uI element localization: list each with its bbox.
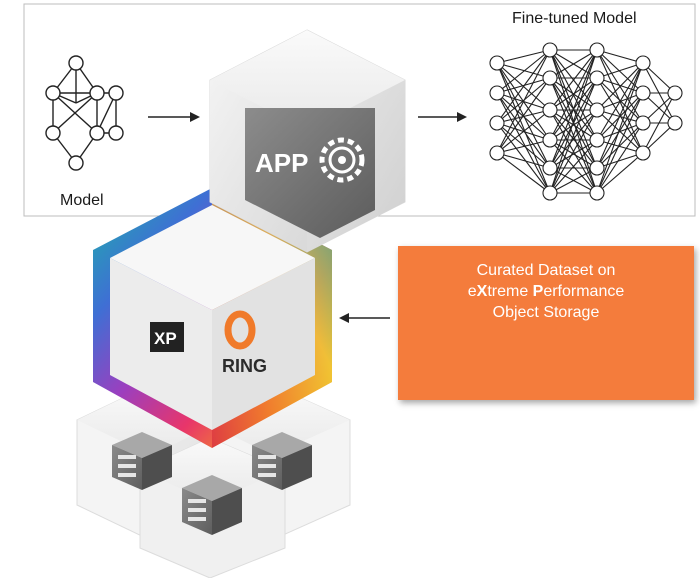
server-box-left <box>112 432 172 490</box>
network-node <box>667 115 683 131</box>
network-edge <box>496 122 551 169</box>
network-node <box>542 102 558 118</box>
network-node <box>589 70 605 86</box>
network-edge <box>496 49 551 154</box>
network-edge <box>549 109 598 194</box>
network-edge <box>596 139 644 154</box>
network-node <box>635 55 651 71</box>
network-edge <box>549 49 598 79</box>
network-node <box>542 132 558 148</box>
network-node <box>489 55 505 71</box>
network-node <box>667 85 683 101</box>
model-network-icon <box>45 55 124 171</box>
network-edge <box>496 62 551 79</box>
network-edge <box>596 49 644 64</box>
dataset-line-2: eXtreme Performance <box>467 283 625 300</box>
gear-icon <box>319 137 365 183</box>
network-node <box>542 160 558 176</box>
server-box-front <box>182 475 242 535</box>
server-box-right <box>252 432 312 490</box>
network-edge <box>596 92 644 169</box>
network-edge <box>549 167 598 194</box>
network-node <box>542 185 558 201</box>
network-node <box>589 132 605 148</box>
network-edge <box>596 152 644 169</box>
network-node <box>635 115 651 131</box>
arrow-app-to-finetuned <box>418 112 467 122</box>
network-edge <box>596 152 644 194</box>
network-edge <box>496 152 551 169</box>
network-edge <box>496 109 551 154</box>
network-edge <box>596 62 644 169</box>
network-edge <box>496 49 551 94</box>
network-edge <box>549 49 598 169</box>
arrow-dataset-to-ring <box>339 313 390 323</box>
ring-cube <box>93 188 332 448</box>
network-edge <box>496 62 551 194</box>
network-node <box>635 85 651 101</box>
network-edge <box>549 49 598 194</box>
network-edge <box>596 62 644 194</box>
network-edge <box>496 139 551 154</box>
network-edge <box>549 109 598 169</box>
network-edge <box>596 62 644 111</box>
network-edge <box>596 77 644 94</box>
xp-label: XP <box>154 329 177 348</box>
arrow-model-to-app <box>148 112 200 122</box>
network-node <box>635 145 651 161</box>
network-edge <box>549 77 598 194</box>
network-node <box>489 85 505 101</box>
network-edge <box>496 152 551 194</box>
network-node <box>589 102 605 118</box>
network-node <box>489 115 505 131</box>
finetuned-network-icon <box>489 42 683 201</box>
network-node <box>589 42 605 58</box>
network-edge <box>496 109 551 124</box>
network-node <box>489 145 505 161</box>
network-edge <box>549 49 598 141</box>
network-edge <box>496 77 551 154</box>
network-node <box>542 70 558 86</box>
network-edge <box>549 139 598 169</box>
network-edge <box>642 92 676 154</box>
model-label: Model <box>60 192 104 209</box>
network-edge <box>496 49 551 64</box>
app-label: APP <box>255 148 308 178</box>
network-edge <box>496 77 551 94</box>
network-node <box>589 160 605 176</box>
network-node <box>589 185 605 201</box>
finetuned-model-label: Fine-tuned Model <box>512 10 637 27</box>
network-edge <box>496 92 551 169</box>
dataset-line-3: Object Storage <box>492 304 600 321</box>
ring-logo-icon <box>224 310 256 350</box>
network-edge <box>596 62 644 141</box>
network-edge <box>549 139 598 194</box>
curated-dataset-panel: Curated Dataset on eXtreme Performance O… <box>398 246 694 400</box>
network-edge <box>596 122 644 169</box>
dataset-line-1: Curated Dataset on <box>476 262 616 279</box>
xp-badge <box>150 322 184 352</box>
network-edge <box>596 62 644 79</box>
network-edge <box>549 109 598 141</box>
network-edge <box>496 92 551 194</box>
app-cube <box>209 29 406 253</box>
network-edge <box>596 122 644 194</box>
network-edge <box>549 49 598 111</box>
network-node <box>542 42 558 58</box>
ring-label: RING <box>222 356 267 376</box>
network-edge <box>496 49 551 124</box>
dataset-title: Curated Dataset on eXtreme Performance O… <box>398 260 694 323</box>
network-edge <box>596 92 644 194</box>
